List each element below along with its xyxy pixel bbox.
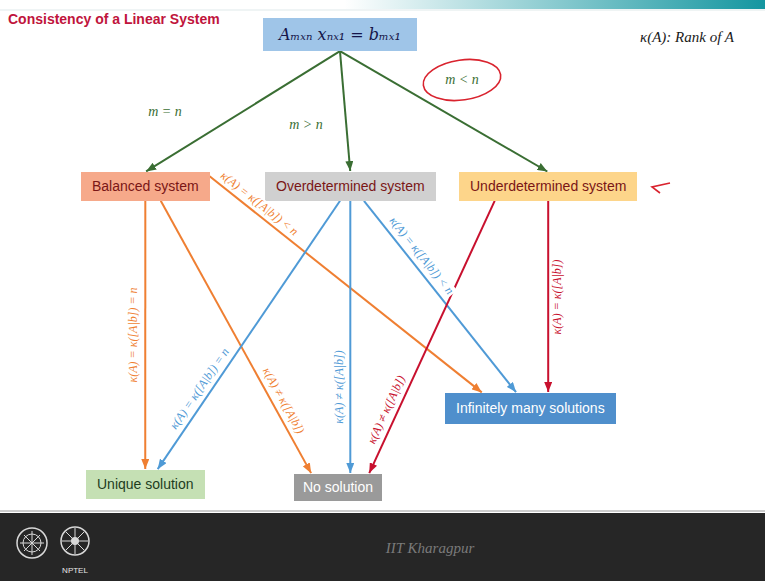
condition-label: κ(A) ≠ κ([A|b]) xyxy=(365,372,410,448)
nptel-logo xyxy=(61,527,89,555)
watermark: IIT Kharagpur xyxy=(386,540,475,557)
connector-arrow xyxy=(547,201,549,392)
connector-arrow xyxy=(369,201,494,473)
outcome-box: Unique solution xyxy=(86,470,205,499)
system-box: Underdetermined system xyxy=(459,172,637,201)
top-bar xyxy=(0,0,765,9)
footer-bar xyxy=(0,513,765,581)
connector-arrow xyxy=(144,201,146,469)
system-box: Overdetermined system xyxy=(265,172,436,201)
condition-label: κ(A) = κ([A|b]) xyxy=(551,257,565,336)
condition-label: m > n xyxy=(287,117,325,133)
node-text: Overdetermined system xyxy=(276,178,425,195)
slide-title: Consistency of a Linear System xyxy=(8,11,220,27)
annotation-circle xyxy=(421,55,504,105)
connector-arrow xyxy=(364,201,516,392)
institute-logo xyxy=(17,528,47,558)
node-text: Underdetermined system xyxy=(470,178,626,195)
connector-arrow xyxy=(340,51,547,171)
connector-arrow xyxy=(158,201,340,469)
top-rule xyxy=(0,10,765,11)
connector-arrow xyxy=(349,201,351,473)
footer-rule xyxy=(0,511,765,512)
condition-label: κ(A) = κ([A|b]) = n xyxy=(167,344,234,434)
annotation-mark xyxy=(652,183,670,193)
condition-label: κ(A) = κ([A|b]) < n xyxy=(384,213,456,299)
outcome-box: No solution xyxy=(294,474,382,501)
condition-label: κ(A) ≠ κ([A|b]) xyxy=(333,348,347,425)
node-text: Unique solution xyxy=(97,476,194,493)
rank-note: κ(A): Rank of A xyxy=(640,29,734,46)
equation-box: Aₘₓₙ xₙₓ₁ = bₘₓ₁ xyxy=(263,18,417,51)
system-box: Balanced system xyxy=(81,172,210,201)
connector-arrow xyxy=(340,51,350,171)
node-text: Balanced system xyxy=(92,178,199,195)
condition-label: κ(A) = κ([A|b]) = n xyxy=(127,286,141,385)
condition-label: m < n xyxy=(443,72,481,88)
logo-caption: NPTEL xyxy=(62,566,88,575)
node-text: No solution xyxy=(303,479,373,496)
node-text: Infinitely many solutions xyxy=(456,400,605,417)
condition-label: κ(A) ≠ κ([A|b]) xyxy=(258,364,307,438)
node-text: Aₘₓₙ xₙₓ₁ = bₘₓ₁ xyxy=(279,25,401,44)
condition-label: m = n xyxy=(146,104,184,120)
connector-arrow xyxy=(146,51,340,171)
outcome-box: Infinitely many solutions xyxy=(445,393,616,424)
